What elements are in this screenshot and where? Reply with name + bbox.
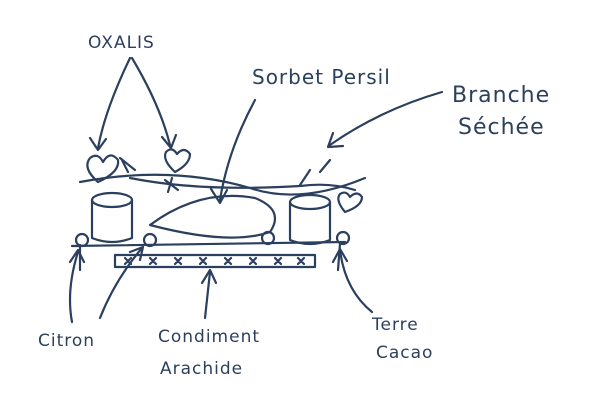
label-condiment-1: Condiment <box>158 327 260 347</box>
oxalis-leaves <box>86 148 364 214</box>
label-sorbet: Sorbet Persil <box>252 65 391 89</box>
bottom-arrows <box>68 245 374 324</box>
condiment-tray <box>70 240 347 272</box>
oxalis-arrows <box>88 56 178 152</box>
branche-arrow <box>326 90 444 149</box>
label-citron: Citron <box>38 331 95 351</box>
sorbet-quenelle <box>148 194 277 239</box>
label-terre-2: Cacao <box>376 343 433 363</box>
dried-branch <box>78 156 367 196</box>
label-oxalis: OXALIS <box>88 33 155 53</box>
terre-cacao-cylinders <box>90 191 332 246</box>
label-branche-1: Branche <box>452 83 550 108</box>
label-branche-2: Séchée <box>458 115 545 140</box>
label-condiment-2: Arachide <box>160 359 243 379</box>
sorbet-arrow <box>209 98 257 205</box>
label-terre-1: Terre <box>371 315 419 335</box>
